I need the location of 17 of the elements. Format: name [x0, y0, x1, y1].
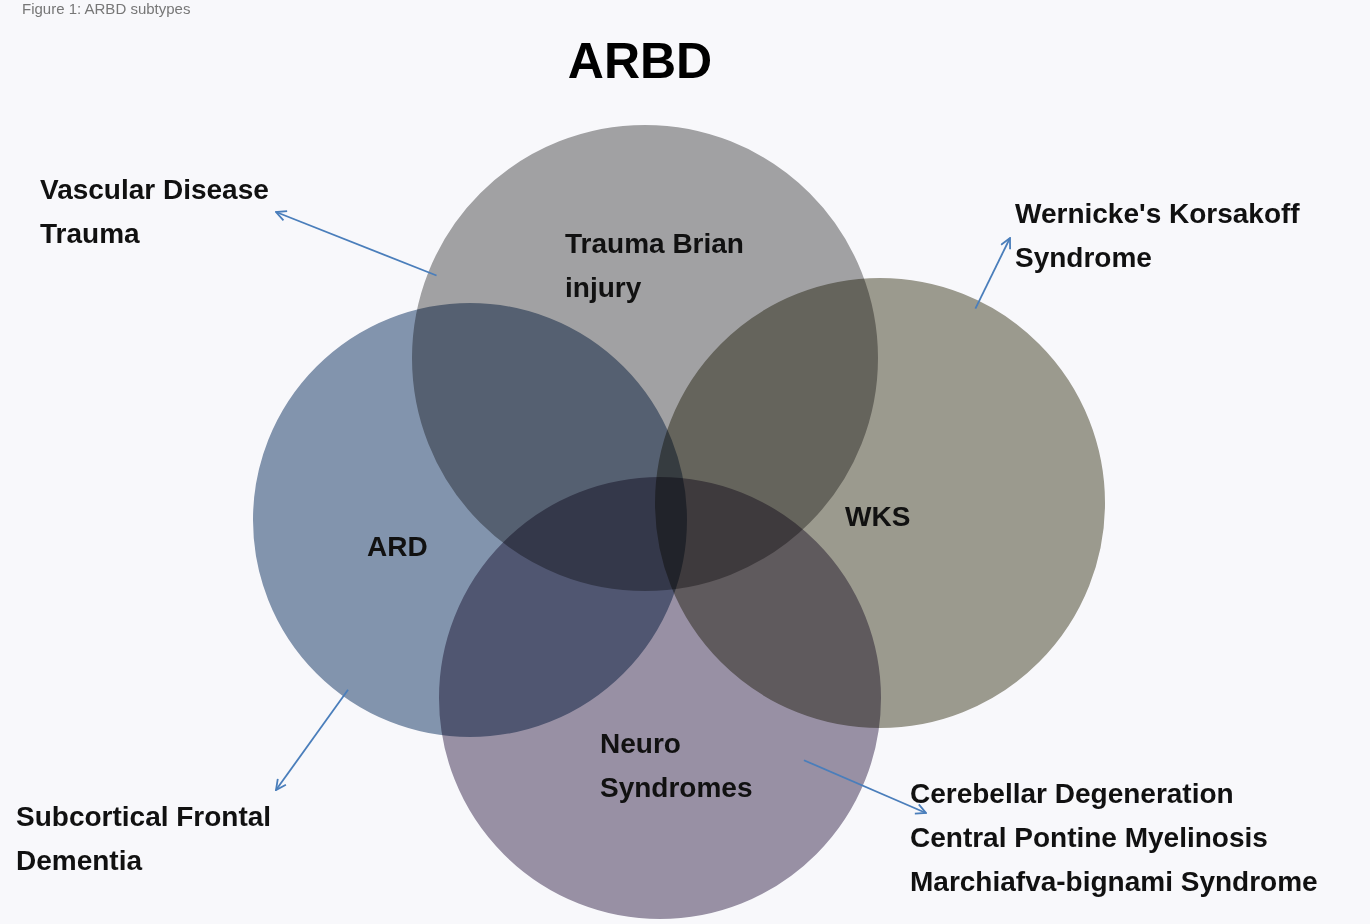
- annotation-line: Subcortical Frontal Dementia: [16, 800, 273, 878]
- annotation-line: Vascular Disease: [40, 173, 269, 207]
- circle-label: WKS: [845, 500, 912, 534]
- annotation-line: Trauma: [40, 217, 141, 251]
- circle-label: Trauma Brian injury: [565, 227, 745, 305]
- annotation-line: Marchiafva-bignami Syndrome: [910, 865, 1318, 899]
- annotation-line: Wernicke's Korsakoff Syndrome: [1015, 197, 1301, 275]
- diagram-title: ARBD: [566, 32, 714, 90]
- annotation-line: Central Pontine Myelinosis: [910, 821, 1269, 855]
- arrow: [275, 210, 438, 277]
- circle-label: ARD: [367, 530, 429, 564]
- annotation-line: Cerebellar Degeneration: [910, 777, 1235, 811]
- figure-caption: Figure 1: ARBD subtypes: [22, 0, 191, 17]
- circle-label: Neuro Syndromes: [600, 727, 754, 805]
- arrow: [275, 688, 349, 791]
- arrow: [803, 759, 927, 815]
- arrow: [974, 237, 1011, 310]
